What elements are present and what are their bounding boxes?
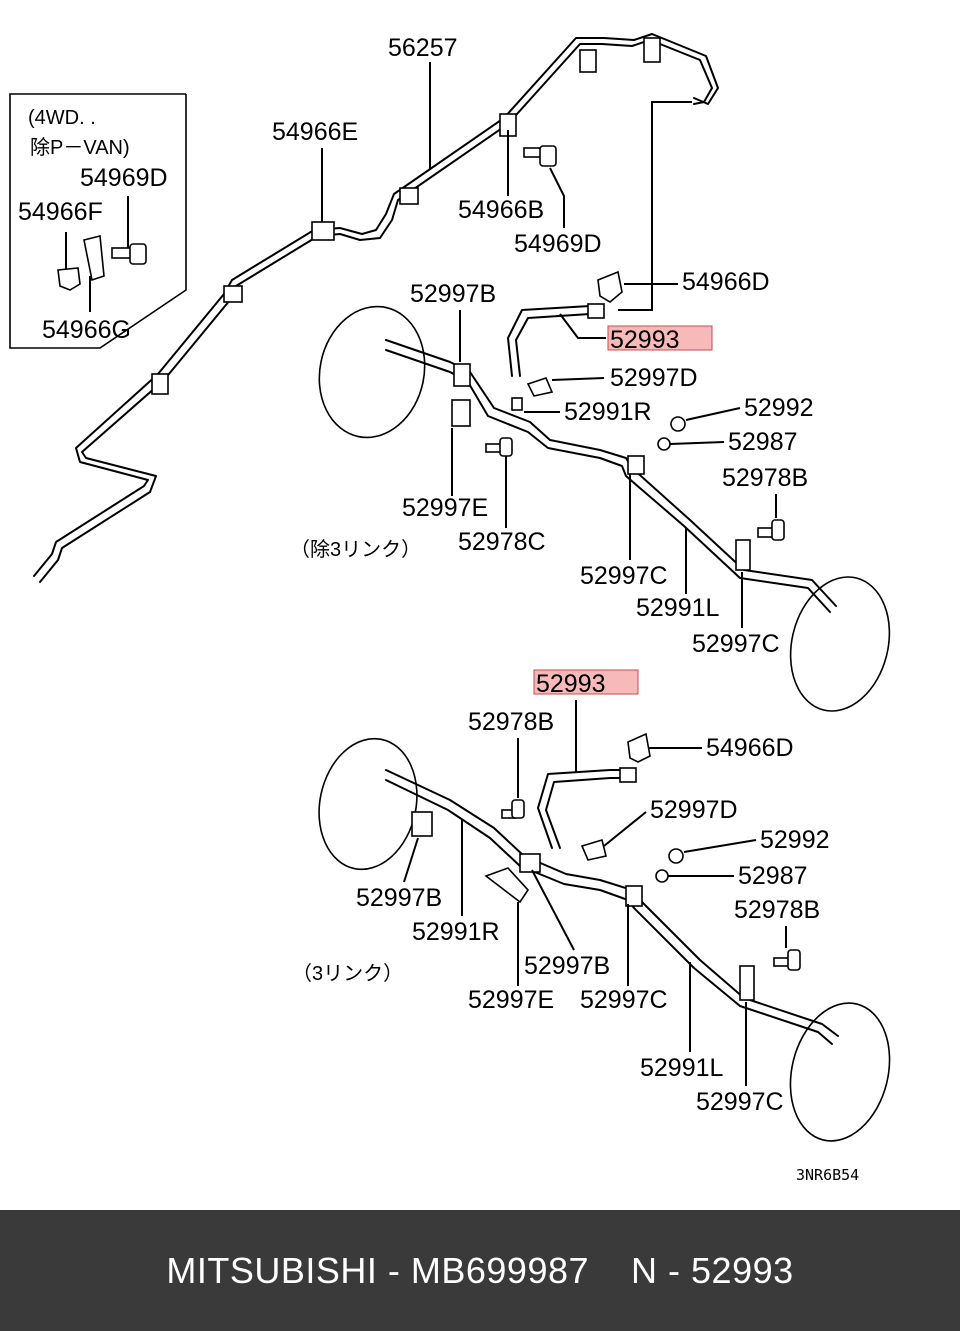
- label-52978B-lower: 52978B: [468, 708, 554, 736]
- washer-icon: [655, 869, 669, 883]
- upper-assembly: 56257 54966E 54966B 54969D 54966D 52997B…: [33, 33, 891, 712]
- label-52991R: 52991R: [564, 398, 652, 426]
- label-54966B: 54966B: [458, 196, 544, 224]
- caption-gap: [589, 1250, 631, 1292]
- lower-variant-label: （3リンク）: [292, 962, 403, 985]
- label-52997C-lower-2: 52997C: [696, 1088, 784, 1116]
- reference-separator: -: [657, 1249, 692, 1291]
- pipe-clip-icon: [451, 399, 471, 427]
- drawing-code: 3NR6B54: [796, 1166, 859, 1184]
- inset-frame: [9, 93, 187, 349]
- label-52993-lower: 52993: [536, 670, 606, 698]
- nut-icon: [668, 848, 684, 864]
- brake-disc-right: [789, 576, 891, 712]
- label-52997D-lower: 52997D: [650, 796, 738, 824]
- brake-hose-52993: [515, 313, 601, 377]
- pipe-clip-icon: [223, 285, 243, 303]
- label-52991L: 52991L: [636, 594, 720, 622]
- bracket-icon: [83, 234, 105, 282]
- main-brake-pipe: [39, 39, 713, 583]
- pipe-clip-icon: [399, 187, 419, 205]
- label-52987: 52987: [728, 428, 798, 456]
- pipe-clip-icon: [519, 853, 541, 873]
- inset-4wd: (4WD. . 除P－VAN) 54969D 54966F 54966G: [9, 93, 187, 349]
- nut-icon: [670, 416, 686, 432]
- clip-icon: [580, 838, 607, 861]
- pipe-clip-icon: [151, 373, 169, 395]
- label-52997B: 52997B: [410, 280, 496, 308]
- brake-disc-left-lower: [318, 737, 418, 871]
- inset-title-line1: (4WD. .: [28, 107, 96, 129]
- bolt-icon: [111, 247, 133, 259]
- label-54969D: 54969D: [514, 230, 602, 258]
- label-52997B-lower: 52997B: [356, 884, 442, 912]
- bracket-icon: [484, 867, 530, 904]
- hose-clip-icon: [627, 732, 651, 763]
- inset-label-54966G: 54966G: [42, 316, 131, 344]
- clip-icon: [526, 377, 554, 397]
- lower-assembly: 52993 52978B 54966D 52997D 52992 52987: [292, 669, 891, 1142]
- inset-title-line2: 除P－VAN): [30, 136, 130, 159]
- pipe-clip-icon: [643, 37, 661, 63]
- brake-disc-right-lower: [789, 1002, 891, 1142]
- upper-variant-label: （除3リンク）: [290, 538, 421, 561]
- pipe-clip-icon: [739, 965, 755, 1001]
- caption-separator: -: [377, 1249, 411, 1291]
- reference-prefix: N: [631, 1249, 658, 1291]
- label-52993: 52993: [610, 326, 680, 354]
- brake-line-diagram: (4WD. . 除P－VAN) 54969D 54966F 54966G 562…: [9, 33, 891, 1184]
- part-number: MB699987: [410, 1249, 590, 1291]
- highlight-52993: [607, 325, 713, 351]
- label-52992-lower: 52992: [760, 826, 830, 854]
- inset-label-54969D: 54969D: [80, 164, 168, 192]
- pipe-left-lower: [385, 769, 839, 1037]
- pipe-clip-icon: [311, 221, 335, 241]
- label-56257: 56257: [388, 34, 458, 62]
- inset-label-54966F: 54966F: [18, 198, 103, 226]
- clip-icon: [57, 267, 81, 291]
- pipe-clip-icon: [735, 539, 751, 571]
- highlight-52993-lower: [533, 669, 639, 695]
- pipe-clip-icon: [411, 811, 433, 837]
- pipe-clip-icon: [453, 363, 471, 387]
- label-52997E: 52997E: [402, 494, 488, 522]
- hose-clip-icon: [597, 270, 623, 303]
- pipe-clip-icon: [627, 455, 645, 475]
- label-52978B: 52978B: [722, 464, 808, 492]
- brand-name: MITSUBISHI: [166, 1249, 378, 1291]
- label-52997E-lower: 52997E: [468, 986, 554, 1014]
- label-52978C: 52978C: [458, 528, 546, 556]
- label-52997C: 52997C: [580, 562, 668, 590]
- label-52997B-lower-2: 52997B: [524, 952, 610, 980]
- label-52987-lower: 52987: [738, 862, 808, 890]
- reference-number: 52993: [691, 1249, 794, 1291]
- brake-hose-52993-lower: [545, 777, 629, 849]
- brake-disc-left: [318, 305, 426, 439]
- label-52992: 52992: [744, 394, 814, 422]
- label-52997C-2: 52997C: [692, 630, 780, 658]
- label-52991R-lower: 52991R: [412, 918, 500, 946]
- pipe-clip-icon: [579, 49, 597, 73]
- label-52997D: 52997D: [610, 364, 698, 392]
- label-54966E: 54966E: [272, 118, 358, 146]
- label-52991L-lower: 52991L: [640, 1054, 724, 1082]
- washer-icon: [657, 437, 671, 451]
- label-52997C-lower: 52997C: [580, 986, 668, 1014]
- pipe-clip-icon: [625, 885, 643, 907]
- label-54966D-lower: 54966D: [706, 734, 794, 762]
- label-54966D: 54966D: [682, 268, 770, 296]
- label-52978B-lower-2: 52978B: [734, 896, 820, 924]
- part-caption-bar: MITSUBISHI - MB699987 N - 52993: [0, 1210, 960, 1331]
